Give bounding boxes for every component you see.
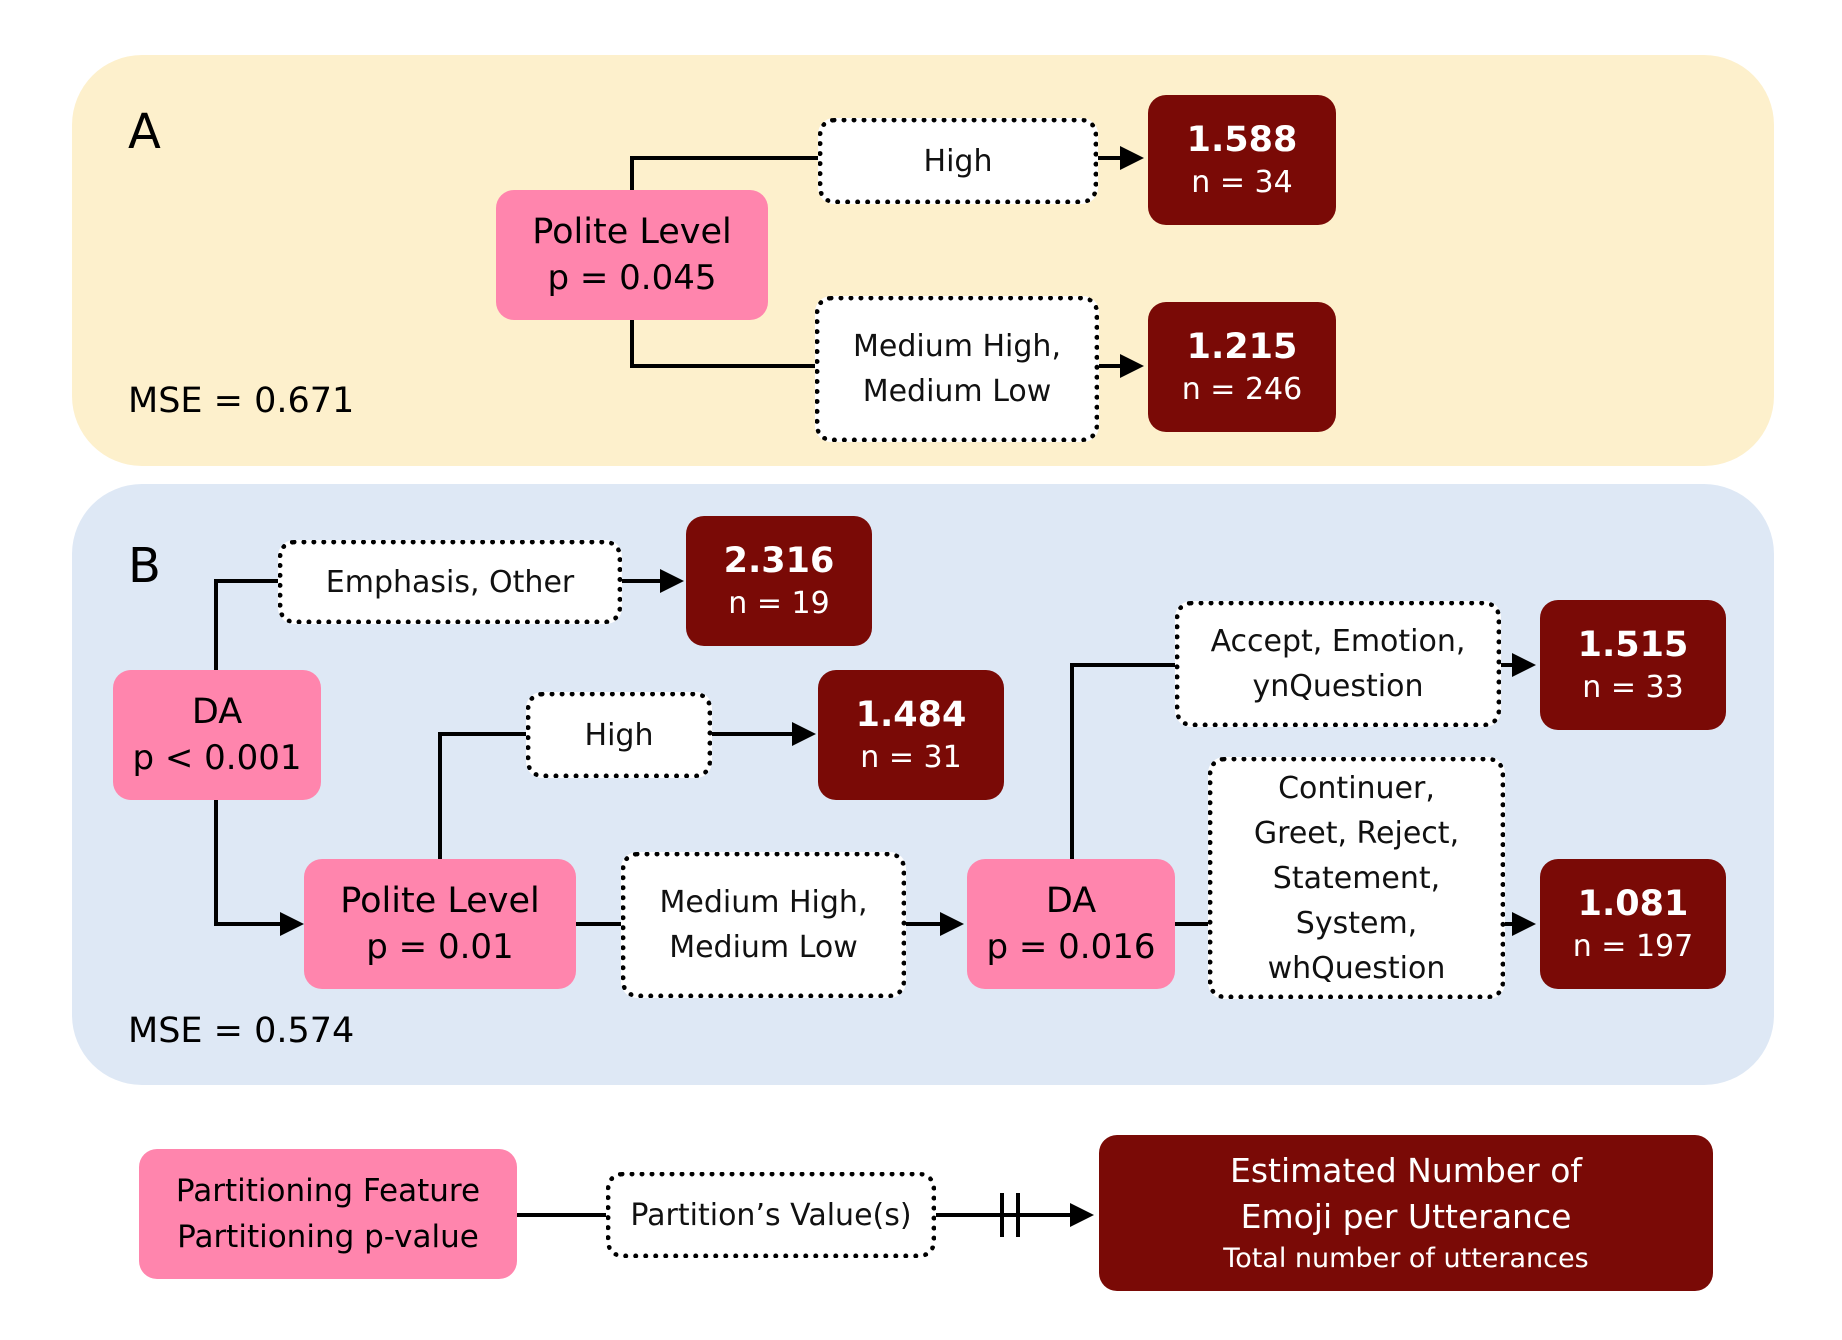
feature-name: DA <box>191 692 243 733</box>
partition-label: Medium High, Medium Low <box>853 329 1061 409</box>
tree-b-root-node: DA p < 0.001 <box>113 670 321 800</box>
edge-b-root-emphasis <box>214 579 280 670</box>
edge-b-polite-high <box>438 732 528 859</box>
partition-label: Continuer, Greet, Reject, Statement, Sys… <box>1253 770 1460 986</box>
tree-a-leaf-medium: 1.215 n = 246 <box>1148 302 1336 432</box>
feature-pvalue: p = 0.016 <box>986 926 1156 967</box>
leaf-estimate: 1.081 <box>1577 883 1689 924</box>
tree-b-leaf-emphasis: 2.316 n = 19 <box>686 516 872 646</box>
tree-b-da2-node: DA p = 0.016 <box>967 859 1175 989</box>
edge-b-da2-accept <box>1070 663 1178 859</box>
leaf-estimate: 1.515 <box>1577 624 1689 665</box>
partition-label: Emphasis, Other <box>325 564 575 600</box>
legend-pvalue-label: Partitioning p-value <box>177 1219 479 1255</box>
leaf-estimate: 2.316 <box>723 540 835 581</box>
leaf-count: n = 34 <box>1191 165 1293 201</box>
leaf-count: n = 19 <box>728 586 830 622</box>
partition-label: Accept, Emotion, ynQuestion <box>1210 624 1466 704</box>
legend-estimate-line2: Emoji per Utterance <box>1240 1197 1572 1236</box>
legend-estimate-line1: Estimated Number of <box>1229 1151 1583 1190</box>
legend-feature-label: Partitioning Feature <box>175 1173 481 1209</box>
legend-partition-label: Partition’s Value(s) <box>630 1197 912 1233</box>
tree-a-leaf-high: 1.588 n = 34 <box>1148 95 1336 225</box>
feature-pvalue: p = 0.01 <box>366 926 514 967</box>
leaf-count: n = 197 <box>1572 929 1694 965</box>
legend-feature-node: Partitioning Feature Partitioning p-valu… <box>139 1149 517 1279</box>
tree-b-partition-high: High <box>526 692 712 778</box>
leaf-estimate: 1.215 <box>1186 326 1298 367</box>
panel-b-mse: MSE = 0.574 <box>128 1011 355 1051</box>
legend-leaf-node: Estimated Number of Emoji per Utterance … <box>1099 1135 1713 1291</box>
partition-label: High <box>584 717 654 753</box>
legend-total-label: Total number of utterances <box>1223 1243 1589 1274</box>
leaf-estimate: 1.588 <box>1186 119 1298 160</box>
tree-a-partition-medium: Medium High, Medium Low <box>815 296 1099 442</box>
leaf-estimate: 1.484 <box>855 694 967 735</box>
feature-name: DA <box>1045 881 1097 922</box>
leaf-count: n = 246 <box>1181 372 1303 408</box>
tree-b-polite-node: Polite Level p = 0.01 <box>304 859 576 989</box>
panel-a-mse: MSE = 0.671 <box>128 381 355 421</box>
feature-name: Polite Level <box>532 212 732 253</box>
tree-a-partition-high: High <box>818 118 1098 204</box>
feature-name: Polite Level <box>340 881 540 922</box>
tree-b-partition-continuer: Continuer, Greet, Reject, Statement, Sys… <box>1208 757 1505 999</box>
partition-label: High <box>923 143 993 179</box>
legend-partition-node: Partition’s Value(s) <box>606 1172 936 1258</box>
edge-a-root-medium <box>630 320 818 368</box>
tree-a-root-node: Polite Level p = 0.045 <box>496 190 768 320</box>
tree-b-leaf-high: 1.484 n = 31 <box>818 670 1004 800</box>
edge-a-root-high <box>630 156 818 190</box>
tree-b-leaf-accept: 1.515 n = 33 <box>1540 600 1726 730</box>
feature-pvalue: p = 0.045 <box>547 257 717 298</box>
edge-b-root-polite <box>214 798 304 936</box>
panel-a-label: A <box>128 104 161 160</box>
tree-b-partition-accept: Accept, Emotion, ynQuestion <box>1175 601 1501 727</box>
leaf-count: n = 31 <box>860 740 962 776</box>
panel-b-label: B <box>128 538 161 594</box>
leaf-count: n = 33 <box>1582 670 1684 706</box>
tree-b-partition-medium: Medium High, Medium Low <box>621 852 906 998</box>
partition-label: Medium High, Medium Low <box>659 885 868 965</box>
tree-b-partition-emphasis: Emphasis, Other <box>278 540 622 624</box>
feature-pvalue: p < 0.001 <box>132 737 302 778</box>
tree-b-leaf-continuer: 1.081 n = 197 <box>1540 859 1726 989</box>
